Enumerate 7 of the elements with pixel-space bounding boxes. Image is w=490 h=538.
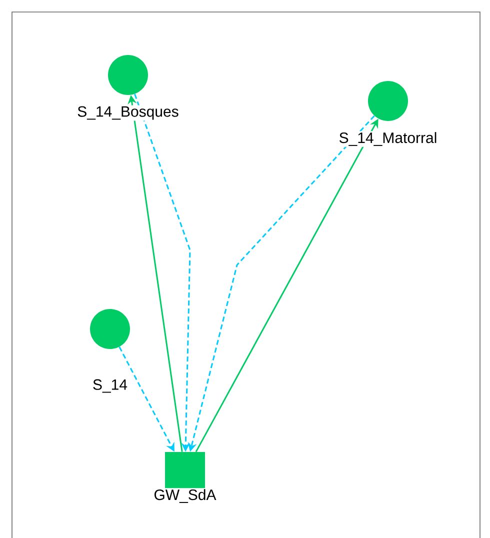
node-label: S_14 (91, 378, 129, 394)
circle-node (108, 55, 148, 95)
node-label: S_14_Bosques (76, 105, 180, 121)
circle-node (368, 81, 408, 121)
node-label: S_14_Matorral (338, 131, 438, 147)
node-label: GW_SdA (152, 488, 218, 504)
circle-node (90, 309, 130, 349)
